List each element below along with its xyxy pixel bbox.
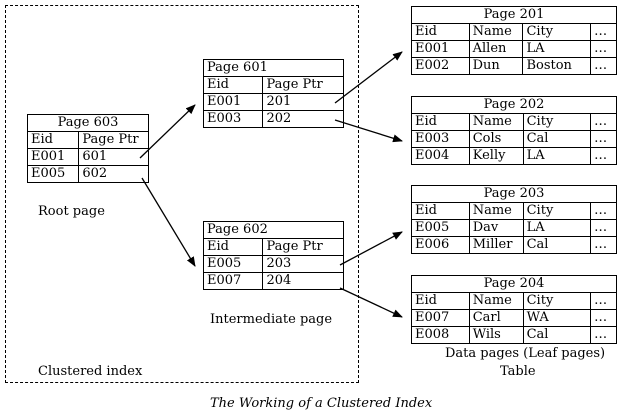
arrow-601-to-page-202 — [334, 119, 403, 143]
page-title: Page 601 — [203, 59, 344, 77]
ellipsis-cell: … — [590, 326, 617, 344]
root-page-label: Root page — [38, 204, 105, 219]
name-cell: Cols — [468, 130, 524, 148]
figure-caption: The Working of a Clustered Index — [210, 396, 433, 411]
eid-cell: E003 — [202, 110, 264, 128]
ellipsis-cell: … — [590, 219, 617, 237]
page-ptr-cell: 602 — [78, 165, 149, 183]
intermediate-page-label: Intermediate page — [210, 312, 333, 327]
name-cell: Dun — [468, 57, 524, 75]
eid-cell: E007 — [411, 309, 470, 327]
clustered-index-label: Clustered index — [38, 364, 143, 379]
column-header: Eid — [411, 202, 470, 220]
arrow-601-to-page-201 — [334, 51, 403, 104]
city-cell: Cal — [522, 326, 592, 344]
page-title: Page 202 — [411, 96, 617, 114]
column-header: … — [590, 292, 617, 310]
page-ptr-cell: 203 — [262, 255, 344, 273]
ellipsis-cell: … — [590, 147, 617, 165]
eid-cell: E005 — [26, 165, 80, 183]
city-cell: WA — [522, 309, 592, 327]
name-cell: Wils — [468, 326, 524, 344]
column-header: Page Ptr — [78, 131, 149, 149]
city-cell: Cal — [522, 236, 592, 254]
eid-cell: E001 — [202, 93, 264, 111]
clustered-index-boundary — [5, 5, 359, 383]
column-header: Name — [468, 292, 524, 310]
ellipsis-cell: … — [590, 57, 617, 75]
eid-cell: E001 — [26, 148, 80, 166]
column-header: Page Ptr — [262, 76, 344, 94]
eid-cell: E003 — [411, 130, 470, 148]
name-cell: Miller — [468, 236, 524, 254]
city-cell: LA — [522, 219, 592, 237]
column-header: … — [590, 23, 617, 41]
page-ptr-cell: 202 — [262, 110, 344, 128]
city-cell: LA — [522, 40, 592, 58]
ellipsis-cell: … — [590, 309, 617, 327]
city-cell: LA — [522, 147, 592, 165]
ellipsis-cell: … — [590, 236, 617, 254]
arrow-602-to-page-204 — [339, 287, 403, 318]
column-header: … — [590, 202, 617, 220]
column-header: Eid — [202, 76, 264, 94]
eid-cell: E007 — [202, 272, 264, 290]
column-header: City — [522, 23, 592, 41]
arrow-602-to-page-203 — [339, 231, 403, 266]
arrow-root-to-page-602 — [141, 177, 196, 267]
arrow-root-to-page-601 — [139, 104, 196, 159]
eid-cell: E006 — [411, 236, 470, 254]
eid-cell: E004 — [411, 147, 470, 165]
table-label: Table — [500, 364, 536, 379]
eid-cell: E002 — [411, 57, 470, 75]
data-pages-label: Data pages (Leaf pages) — [445, 346, 606, 361]
page-ptr-cell: 204 — [262, 272, 344, 290]
eid-cell: E005 — [411, 219, 470, 237]
city-cell: Boston — [522, 57, 592, 75]
column-header: City — [522, 202, 592, 220]
page-ptr-cell: 601 — [78, 148, 149, 166]
column-header: City — [522, 113, 592, 131]
column-header: Eid — [411, 23, 470, 41]
